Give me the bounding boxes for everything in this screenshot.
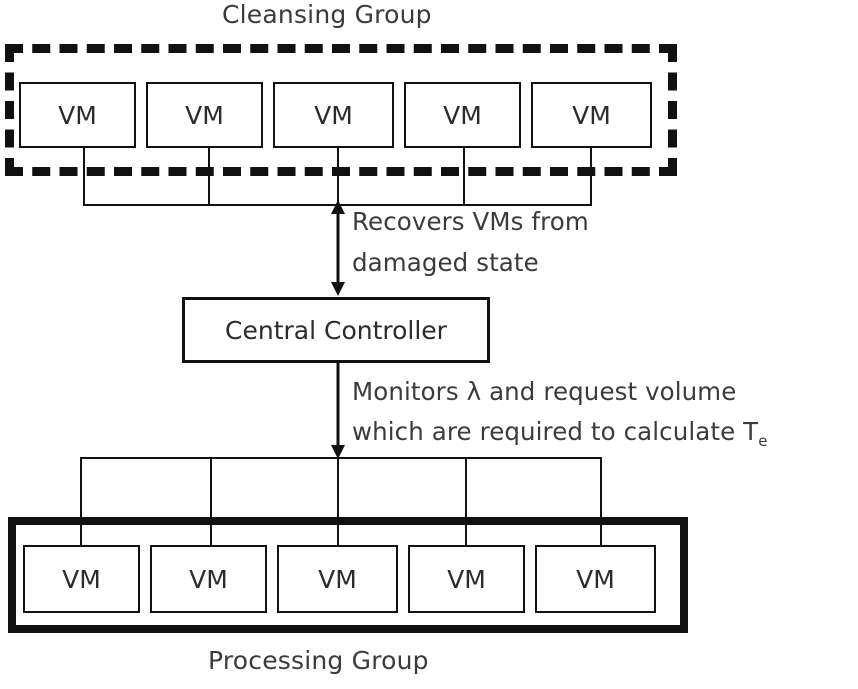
processing-vm-2-label: VM [189, 564, 228, 594]
processing-drop-line-2 [210, 457, 212, 545]
processing-vm-3-label: VM [318, 564, 357, 594]
cleansing-drop-line-3 [337, 148, 339, 206]
processing-group-boundary [8, 517, 688, 633]
cleansing-group-title: Cleansing Group [222, 0, 432, 29]
cleansing-vm-2[interactable]: VM [146, 82, 263, 148]
cleansing-vm-2-label: VM [185, 100, 224, 130]
monitors-annotation-line1: Monitors λ and request volume [352, 377, 737, 406]
processing-vm-3[interactable]: VM [277, 545, 398, 613]
monitors-annotation-subscript: e [758, 431, 768, 450]
processing-drop-line-3 [337, 457, 339, 545]
monitors-annotation-line2: which are required to calculate Te [352, 417, 768, 450]
processing-vm-1-label: VM [62, 564, 101, 594]
processing-vm-4[interactable]: VM [408, 545, 525, 613]
central-controller-label: Central Controller [225, 315, 447, 345]
recovers-bidirectional-arrow [331, 200, 345, 296]
cleansing-vm-3-label: VM [314, 100, 353, 130]
cleansing-vm-1[interactable]: VM [19, 82, 136, 148]
processing-vm-5[interactable]: VM [535, 545, 656, 613]
cleansing-vm-4-label: VM [443, 100, 482, 130]
cleansing-vm-1-label: VM [58, 100, 97, 130]
cleansing-group-boundary [5, 44, 677, 176]
cleansing-drop-line-4 [463, 148, 465, 206]
cleansing-drop-line-2 [208, 148, 210, 206]
cleansing-vm-5[interactable]: VM [531, 82, 652, 148]
processing-drop-line-4 [465, 457, 467, 545]
monitors-annotation-line2-text: which are required to calculate T [352, 417, 759, 446]
recovers-annotation-line2: damaged state [352, 248, 539, 277]
processing-bus-line [80, 457, 602, 459]
processing-vm-2[interactable]: VM [150, 545, 267, 613]
processing-vm-5-label: VM [576, 564, 615, 594]
recovers-annotation-line1: Recovers VMs from [352, 207, 589, 236]
processing-vm-1[interactable]: VM [23, 545, 140, 613]
cleansing-drop-line-1 [83, 148, 85, 206]
processing-drop-line-1 [80, 457, 82, 545]
cleansing-vm-5-label: VM [572, 100, 611, 130]
monitors-down-arrow [331, 363, 345, 459]
cleansing-vm-3[interactable]: VM [273, 82, 394, 148]
cleansing-vm-4[interactable]: VM [404, 82, 521, 148]
processing-group-title: Processing Group [208, 646, 429, 675]
central-controller-box[interactable]: Central Controller [182, 297, 490, 363]
processing-vm-4-label: VM [447, 564, 486, 594]
cleansing-drop-line-5 [590, 148, 592, 206]
processing-drop-line-5 [600, 457, 602, 545]
